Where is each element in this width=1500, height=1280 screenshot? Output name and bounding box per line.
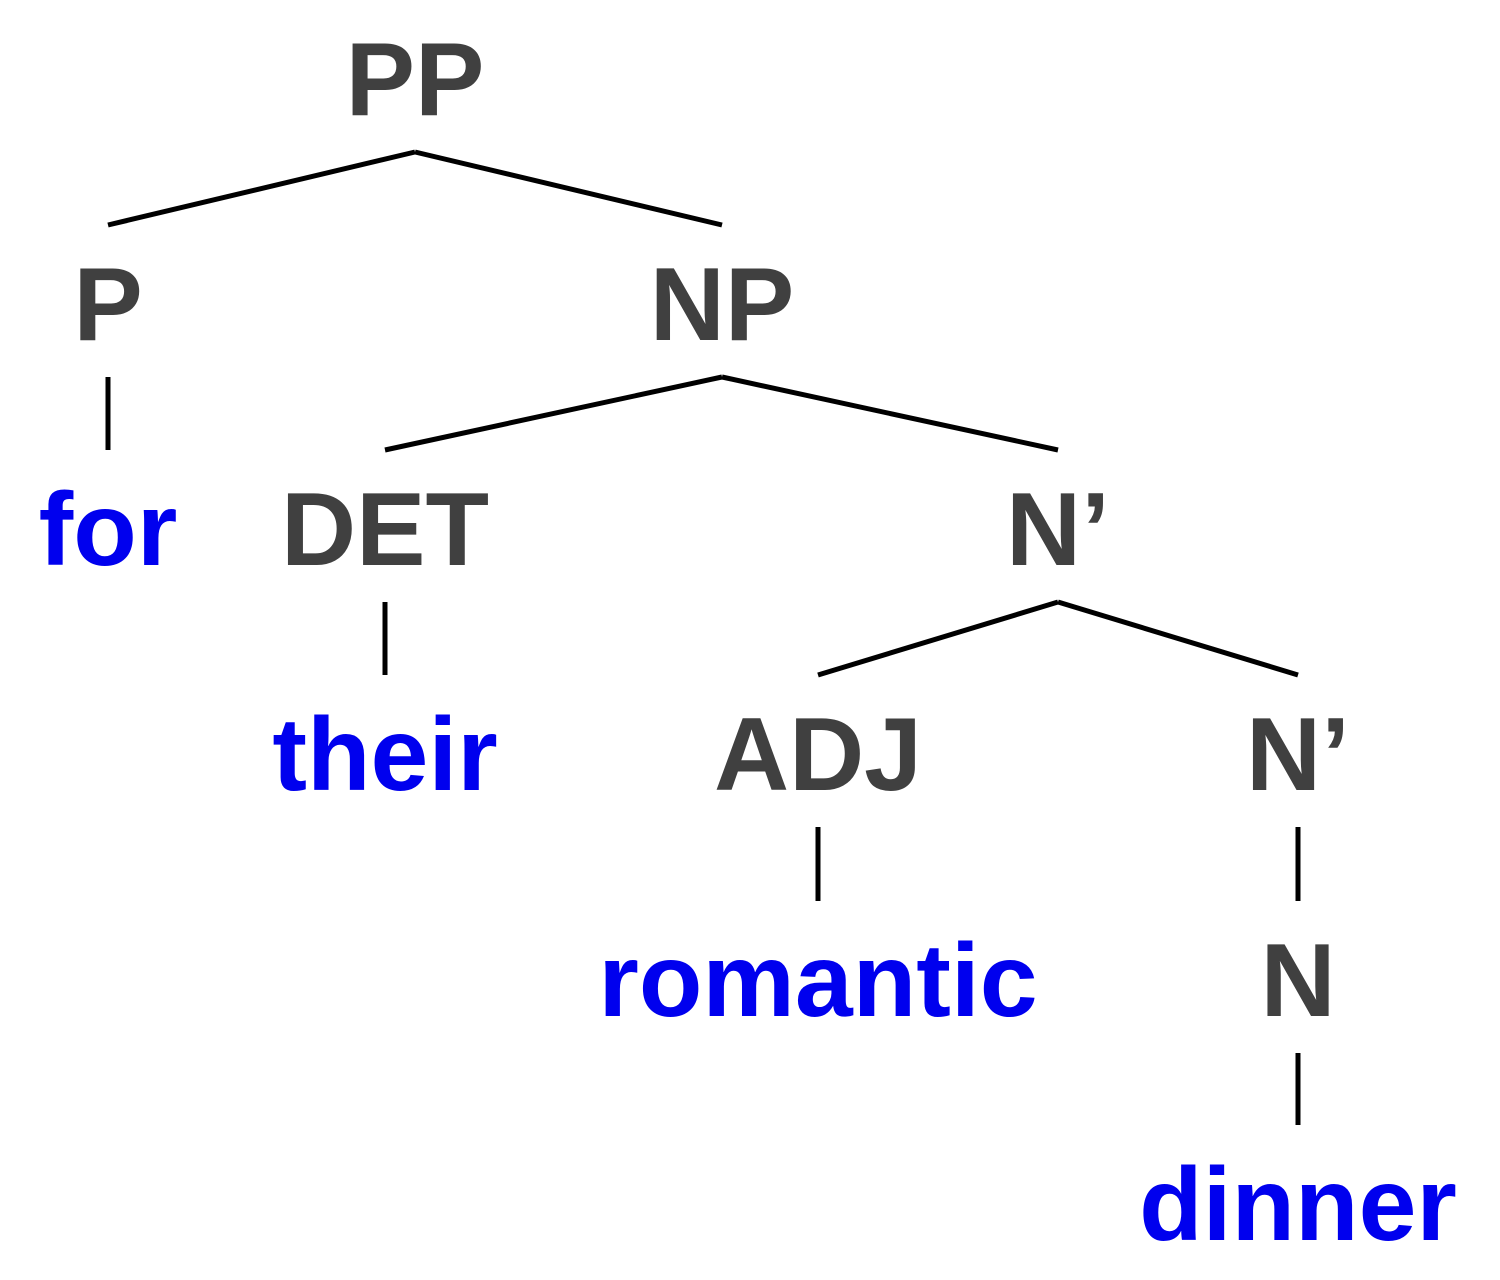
edge-nbar1-adj [817,599,1059,678]
word-label-their: their [272,697,497,813]
category-label-n: N [1260,923,1335,1039]
category-label-np: NP [650,247,794,363]
category-label-p: P [73,247,142,363]
word-label-dinner: dinner [1139,1147,1457,1263]
category-label-adj: ADJ [714,697,922,813]
category-label-pp: PP [346,22,485,138]
edge-np-nbar1 [721,374,1059,453]
edge-nbar1-nbar2 [1057,599,1299,678]
edge-np-det [384,374,723,453]
category-label-nbar1: N’ [1006,472,1110,588]
edge-pp-p [107,149,416,228]
word-label-for: for [39,472,178,588]
category-label-det: DET [281,472,489,588]
edge-pp-np [414,149,723,228]
word-label-romantic: romantic [598,923,1037,1039]
category-label-nbar2: N’ [1246,697,1350,813]
tree-edges [105,149,1301,1125]
